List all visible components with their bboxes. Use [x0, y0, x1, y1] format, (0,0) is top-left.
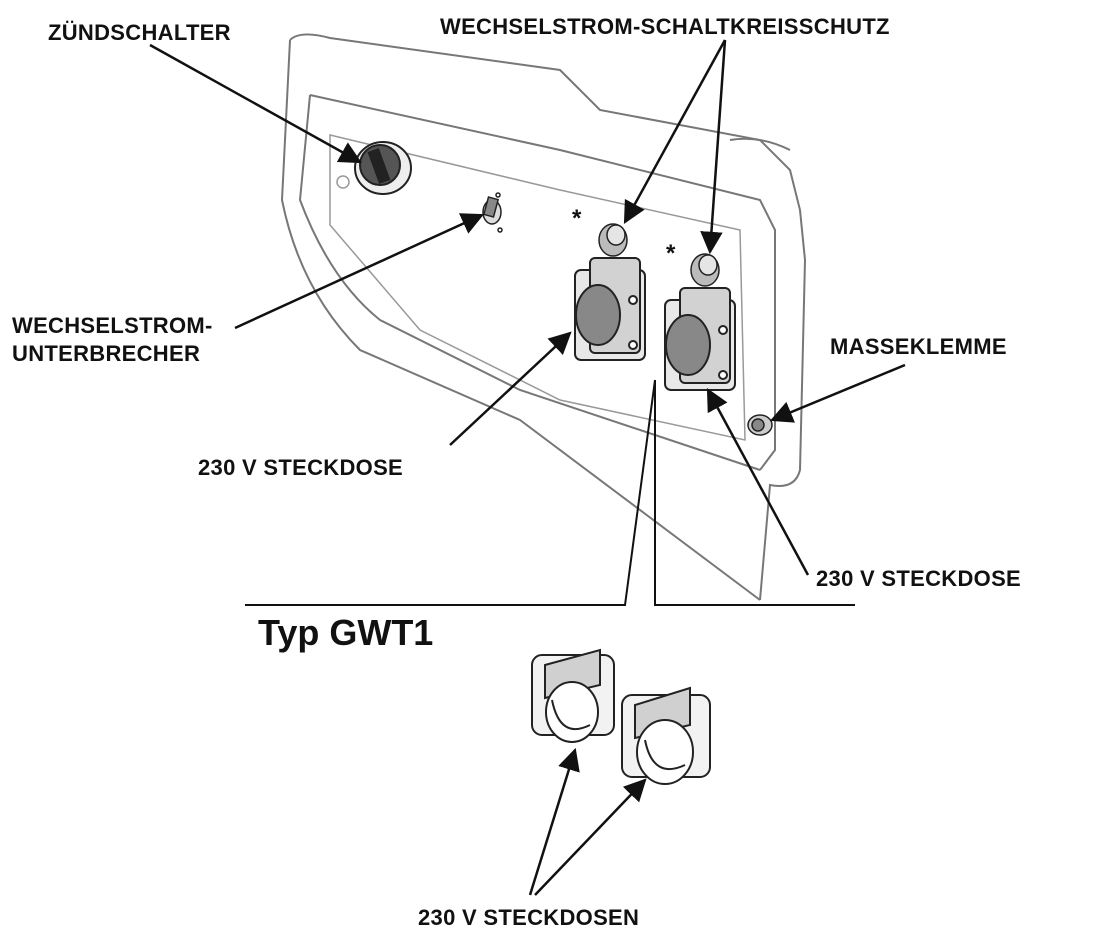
- ground-terminal-illustration: [747, 414, 773, 436]
- circuit-protector-button-right: [690, 253, 720, 287]
- receptacle-right-illustration: [664, 287, 736, 391]
- inset-arrows: [528, 747, 647, 896]
- inset-separator: [245, 379, 855, 606]
- inset-title: Typ GWT1: [258, 612, 434, 653]
- inset-receptacle-2: [621, 686, 711, 785]
- label-ac-breaker-line1: WECHSELSTROM-: [12, 313, 213, 338]
- panel-face: [329, 134, 746, 441]
- ignition-switch-knob: [354, 141, 412, 195]
- receptacle-left-illustration: [574, 257, 646, 361]
- label-receptacles-plural: 230 V STECKDOSEN: [418, 905, 640, 930]
- asterisk-right: *: [666, 240, 676, 267]
- label-receptacle-left: 230 V STECKDOSE: [198, 455, 404, 480]
- circuit-protector-button-left: [598, 223, 628, 257]
- label-ignition-switch: ZÜNDSCHALTER: [48, 20, 231, 45]
- ac-breaker-toggle: [482, 192, 503, 233]
- label-ac-breaker-line2: UNTERBRECHER: [12, 341, 201, 366]
- label-receptacle-right: 230 V STECKDOSE: [816, 566, 1022, 591]
- label-ac-circuit-protector: WECHSELSTROM-SCHALTKREISSCHUTZ: [440, 14, 890, 39]
- label-ground-terminal: MASSEKLEMME: [830, 334, 1007, 359]
- callout-arrows: [149, 39, 906, 576]
- inset-receptacle-1: [531, 648, 615, 743]
- asterisk-left: *: [572, 205, 582, 232]
- panel-housing: [280, 33, 807, 601]
